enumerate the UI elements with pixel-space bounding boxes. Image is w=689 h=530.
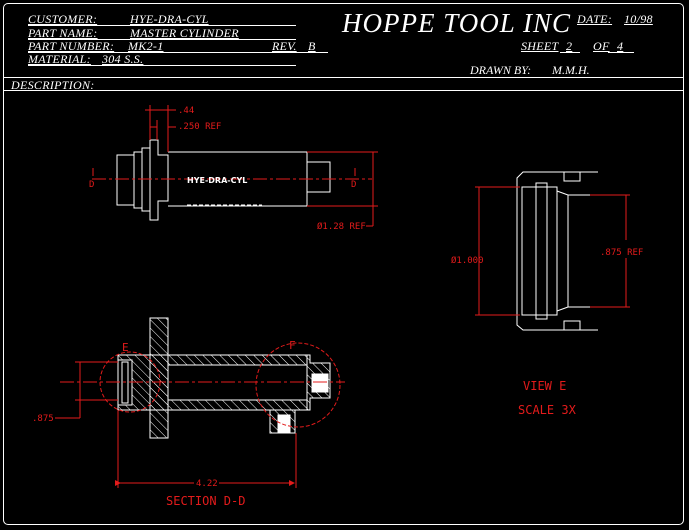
rev-label: REV.: [272, 39, 297, 53]
view-e: [516, 171, 598, 331]
view-e-scale: SCALE 3X: [518, 403, 577, 417]
of-label: OF: [593, 39, 610, 53]
underline: [28, 25, 296, 26]
customer-label: CUSTOMER:: [28, 12, 98, 26]
date-value: 10/98: [624, 12, 653, 26]
part-marking: HYE-DRA-CYL: [187, 176, 247, 185]
section-view: [117, 317, 331, 439]
section-title: SECTION D-D: [166, 494, 245, 508]
divider: [4, 77, 684, 78]
detail-e-label: E: [122, 341, 129, 354]
dim-shoulder: .250 REF: [178, 122, 221, 132]
underline: [28, 39, 296, 40]
divider: [4, 90, 684, 91]
drawing-border: [3, 3, 684, 525]
dim-inner: .875 REF: [600, 248, 643, 258]
detail-f-label: F: [289, 339, 296, 352]
dim-diameter: Ø1.28 REF: [317, 221, 366, 232]
material-label: MATERIAL:: [28, 52, 91, 66]
sheet-label: SHEET: [521, 39, 559, 53]
view-e-title: VIEW E: [523, 379, 566, 393]
dim-flange: .44: [178, 106, 194, 116]
section-marker-left: D: [89, 180, 94, 190]
underline: [28, 65, 296, 66]
part-number-label: PART NUMBER:: [28, 39, 115, 53]
description-label: DESCRIPTION:: [11, 78, 95, 92]
underline: [608, 52, 634, 53]
drawn-by-value: M.M.H.: [552, 63, 590, 77]
material-value: 304 S.S.: [102, 52, 144, 66]
date-label: DATE:: [577, 12, 613, 26]
part-name-value: MASTER CYLINDER: [130, 26, 239, 40]
customer-value: HYE-DRA-CYL: [130, 12, 209, 26]
section-marker-right: D: [351, 180, 356, 190]
part-number-value: MK2-1: [128, 39, 164, 53]
company-name: HOPPE TOOL INC: [342, 8, 572, 38]
dim-length: 4.22: [196, 479, 218, 489]
underline: [560, 52, 580, 53]
sheet-value: 2: [566, 39, 573, 53]
dim-outer: Ø1.000: [451, 255, 484, 266]
part-name-label: PART NAME:: [28, 26, 98, 40]
underline: [28, 52, 328, 53]
rev-value: B: [308, 39, 316, 53]
of-value: 4: [617, 39, 624, 53]
dim-bore: .875: [32, 414, 54, 424]
drawn-by-label: DRAWN BY:: [470, 63, 532, 77]
